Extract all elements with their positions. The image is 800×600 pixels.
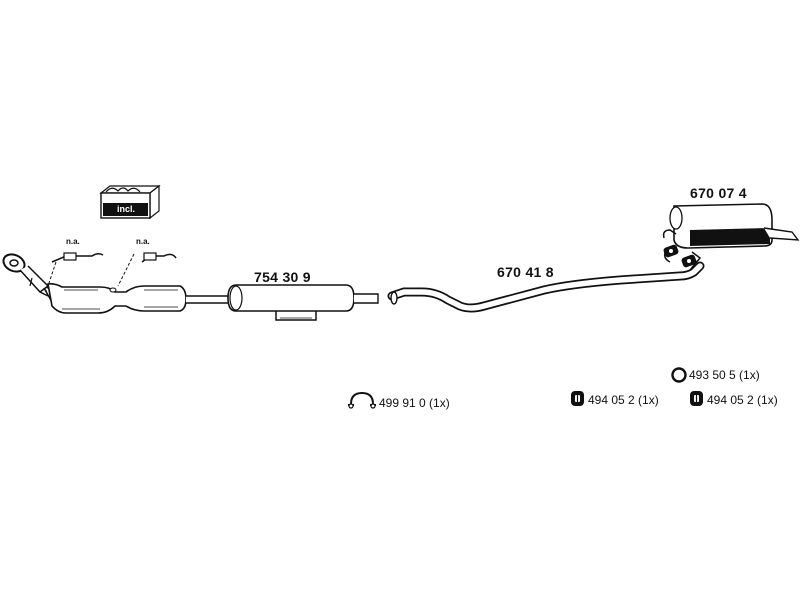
lambda-sensor-1 bbox=[45, 252, 104, 293]
sensor-2-note: n.a. bbox=[136, 237, 150, 246]
rear-hanger-left bbox=[663, 244, 679, 258]
clamp-part-number: 499 91 0 (1x) bbox=[379, 396, 450, 410]
rubber-hanger-icon-1 bbox=[571, 391, 584, 406]
rubber-hanger-icon-2 bbox=[690, 391, 703, 406]
mounting-kit-box bbox=[99, 184, 161, 220]
ring-icon bbox=[671, 367, 687, 383]
front-silencer-part-number: 754 30 9 bbox=[254, 269, 311, 285]
middle-pipe-part-number: 670 41 8 bbox=[497, 264, 554, 280]
hanger-b-part-number: 494 05 2 (1x) bbox=[707, 393, 778, 407]
middle-pipe bbox=[387, 251, 705, 313]
clamp-icon bbox=[348, 391, 376, 409]
rear-silencer bbox=[662, 203, 800, 263]
manifold-flange bbox=[2, 253, 50, 297]
kit-box-label: incl. bbox=[117, 204, 136, 214]
sensor-1-note: n.a. bbox=[66, 237, 80, 246]
rear-hanger-right bbox=[681, 254, 697, 268]
front-silencer bbox=[227, 284, 379, 321]
lambda-sensor-2 bbox=[117, 252, 177, 287]
catalytic-converter bbox=[43, 283, 233, 314]
ring-part-number: 493 50 5 (1x) bbox=[689, 368, 760, 382]
rear-silencer-part-number: 670 07 4 bbox=[690, 185, 747, 201]
hanger-a-part-number: 494 05 2 (1x) bbox=[588, 393, 659, 407]
